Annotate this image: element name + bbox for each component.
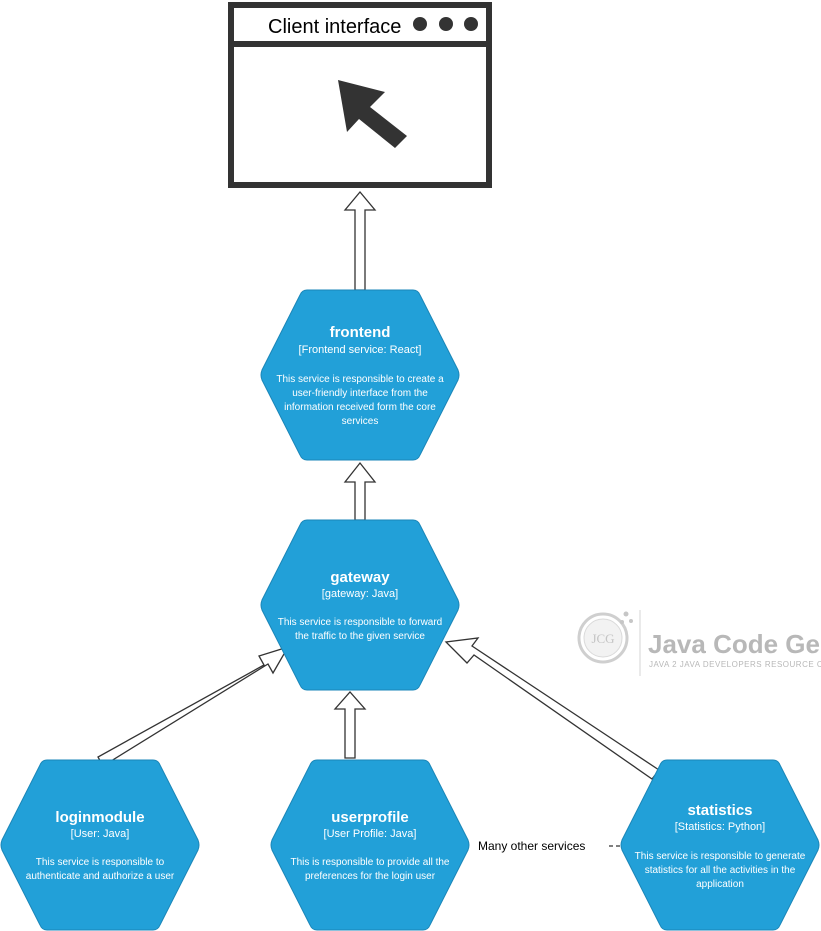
window-dot-icon [439,17,453,31]
loginmodule-title: loginmodule [55,809,144,826]
service-statistics: statistics [Statistics: Python] This ser… [620,759,820,931]
frontend-hexagon [260,289,460,461]
cursor-arrow-icon [338,80,407,148]
userprofile-desc-line: preferences for the login user [305,871,436,882]
java-code-geeks-logo: JCG Java Code Geeks JAVA 2 JAVA DEVELOPE… [577,610,821,676]
logo-circle [577,612,629,664]
service-frontend: frontend [Frontend service: React] This … [260,289,460,461]
loginmodule-desc-line: authenticate and authorize a user [26,871,175,882]
gateway-desc-line: the traffic to the given service [295,631,425,642]
many-other-services-note: Many other services [478,839,620,853]
arrow-gateway-to-frontend [343,461,377,521]
logo-badge-text: JCG [591,631,614,646]
logo-inner-circle [583,618,623,658]
frontend-desc-line: user-friendly interface from the [292,388,428,399]
userprofile-desc-line: This is responsible to provide all the [291,857,450,868]
many-other-services-label: Many other services [478,839,585,853]
service-userprofile: userprofile [User Profile: Java] This is… [270,759,470,931]
userprofile-tech: [User Profile: Java] [324,828,417,840]
statistics-desc-line: This service is responsible to generate [635,851,806,862]
logo-tagline: JAVA 2 JAVA DEVELOPERS RESOURCE CENTER [649,660,821,669]
service-loginmodule: loginmodule [User: Java] This service is… [0,759,200,931]
service-gateway: gateway [gateway: Java] This service is … [260,519,460,691]
frontend-title: frontend [330,324,391,341]
logo-dot [623,611,629,617]
arrow-statistics-to-gateway [444,637,660,780]
gateway-hexagon [260,519,460,691]
arrow-loginmodule-to-gateway [97,645,290,767]
gateway-tech: [gateway: Java] [322,588,398,600]
statistics-tech: [Statistics: Python] [675,821,765,833]
gateway-desc-line: This service is responsible to forward [278,617,443,628]
logo-name: Java Code Geeks [648,629,821,659]
arrow-userprofile-to-gateway [333,691,367,759]
connectors [97,190,660,780]
logo-dot [629,619,633,623]
gateway-title: gateway [330,569,390,586]
statistics-desc-line: application [696,879,744,890]
loginmodule-hexagon [0,759,200,931]
client-interface-window: Client interface [228,2,492,188]
window-dot-icon [413,17,427,31]
logo-dot [620,620,624,624]
loginmodule-desc-line: This service is responsible to [36,857,165,868]
frontend-desc-line: information received form the core [284,402,436,413]
client-interface-title: Client interface [268,16,401,38]
userprofile-title: userprofile [331,809,409,826]
statistics-hexagon [620,759,820,931]
loginmodule-tech: [User: Java] [71,828,130,840]
frontend-tech: [Frontend service: React] [299,344,422,356]
userprofile-hexagon [270,759,470,931]
statistics-desc-line: statistics for all the activities in the [645,865,796,876]
frontend-desc-line: This service is responsible to create a [276,374,444,385]
window-dot-icon [464,17,478,31]
arrow-frontend-to-client [343,190,377,291]
frontend-desc-line: services [342,416,379,427]
statistics-title: statistics [687,802,752,819]
